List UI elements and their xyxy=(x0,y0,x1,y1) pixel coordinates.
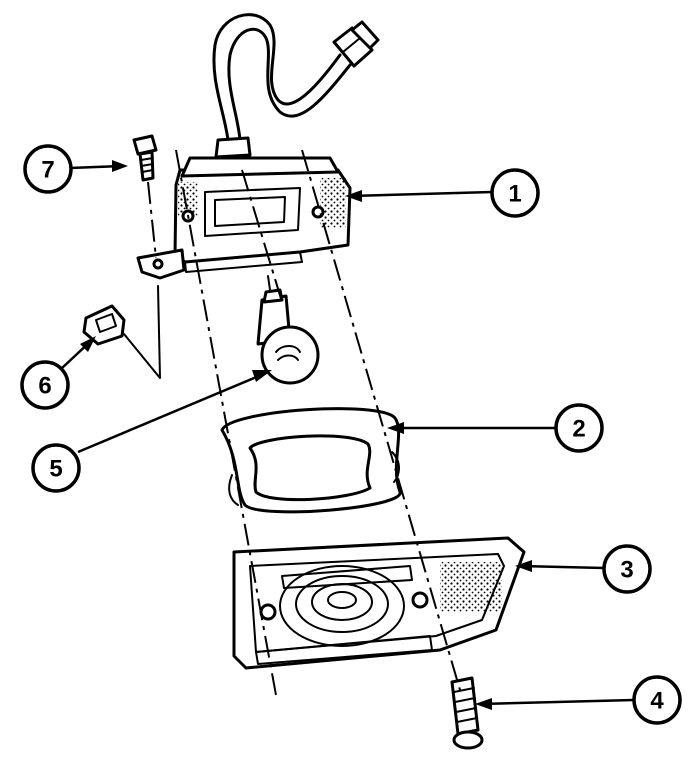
callout-2: 2 xyxy=(554,403,604,453)
callout-3: 3 xyxy=(602,544,652,594)
callout-5: 5 xyxy=(31,443,81,493)
alignment-lines xyxy=(175,149,461,696)
screw-part-4 xyxy=(450,676,484,750)
lamp-housing xyxy=(173,156,352,273)
lens-part-3 xyxy=(232,536,526,670)
callout-1: 1 xyxy=(490,168,540,218)
callout-7: 7 xyxy=(23,144,73,194)
wire-connector xyxy=(332,20,380,68)
mounting-bracket xyxy=(136,248,186,280)
callout-4: 4 xyxy=(632,675,682,725)
callout-5-label: 5 xyxy=(49,456,62,483)
callout-1-label: 1 xyxy=(508,181,521,208)
callout-4-label: 4 xyxy=(650,688,664,715)
bulb-part-5 xyxy=(256,275,320,385)
callout-7-label: 7 xyxy=(41,157,54,184)
clip-part-6 xyxy=(82,285,161,379)
gasket-part-2 xyxy=(220,407,402,514)
callout-3-label: 3 xyxy=(620,557,633,584)
wiring-harness xyxy=(212,13,380,159)
callout-leaders xyxy=(61,160,635,710)
callout-6-label: 6 xyxy=(38,373,51,400)
callout-2-label: 2 xyxy=(572,416,585,443)
callout-6: 6 xyxy=(20,360,70,410)
screw-part-7 xyxy=(132,134,158,259)
